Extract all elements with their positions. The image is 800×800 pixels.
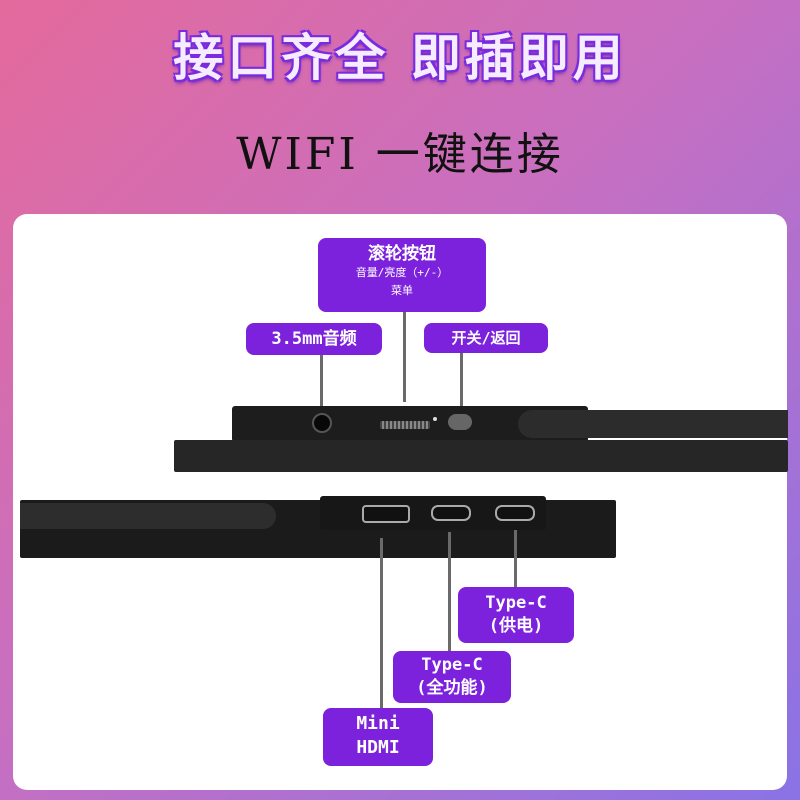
- mini-hdmi-port: [362, 505, 410, 523]
- mini-hdmi-label-line2: HDMI: [356, 737, 400, 758]
- wheel-label-title: 滚轮按钮: [368, 244, 436, 264]
- typec-power-label: Type-C (供电): [458, 587, 574, 643]
- mini-hdmi-label-line1: Mini: [356, 713, 400, 734]
- wheel-label-menu: 菜单: [391, 284, 413, 297]
- audio-jack-label: 3.5mm音频: [246, 323, 382, 355]
- typec-full-label-line2: (全功能): [416, 678, 488, 698]
- indicator-dot: [433, 417, 437, 421]
- power-button-label: 开关/返回: [424, 323, 548, 353]
- stand-top: [518, 410, 788, 438]
- stand-bottom: [20, 503, 276, 529]
- typec-full-leader-line: [448, 532, 451, 652]
- power-leader-line: [460, 353, 463, 408]
- mini-hdmi-label: Mini HDMI: [323, 708, 433, 766]
- typec-power-port: [495, 505, 535, 521]
- typec-power-label-line1: Type-C: [485, 593, 547, 613]
- monitor-top-body: [174, 440, 788, 472]
- wheel-label-sub: 音量/亮度（+/-）: [355, 266, 449, 279]
- typec-power-leader-line: [514, 530, 517, 587]
- wheel-leader-line: [403, 312, 406, 402]
- typec-full-port: [431, 505, 471, 521]
- audio-leader-line: [320, 355, 323, 412]
- scroll-wheel: [380, 421, 430, 429]
- page-subtitle: WIFI 一键连接: [236, 129, 564, 180]
- typec-power-label-line2: (供电): [488, 616, 544, 636]
- page-title: 接口齐全 即插即用: [173, 29, 627, 87]
- wheel-button-label: 滚轮按钮 音量/亮度（+/-） 菜单: [318, 238, 486, 312]
- power-button: [448, 414, 472, 430]
- typec-full-label-line1: Type-C: [421, 655, 483, 675]
- hdmi-leader-line: [380, 538, 383, 710]
- typec-full-label: Type-C (全功能): [393, 651, 511, 703]
- audio-jack: [312, 413, 332, 433]
